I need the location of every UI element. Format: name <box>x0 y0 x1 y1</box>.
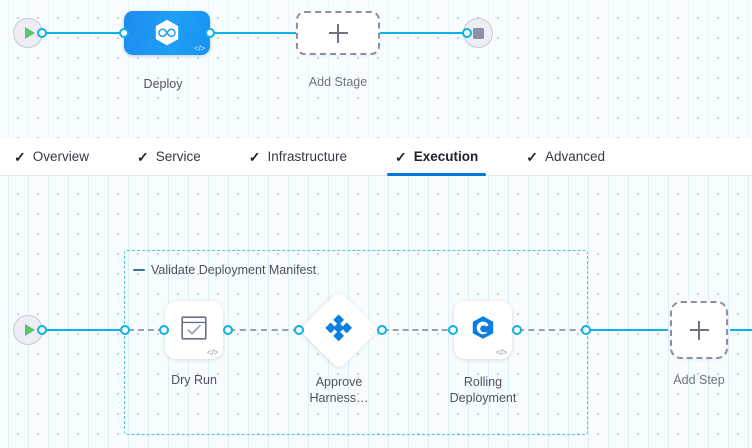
play-icon <box>24 324 35 336</box>
exec-connector-rolling-groupedge <box>518 329 586 331</box>
dry-run-check-window-icon <box>181 315 207 345</box>
step-node-rolling-deployment[interactable]: </> <box>454 301 512 359</box>
step-label-rolling-line2: Deployment <box>449 391 517 405</box>
stage-connector-start-deploy <box>38 32 128 34</box>
stage-start-port[interactable] <box>37 28 47 38</box>
dry-run-port-left[interactable] <box>159 325 169 335</box>
step-group-header[interactable]: Validate Deployment Manifest <box>133 263 316 277</box>
tab-service[interactable]: ✓ Service <box>137 138 217 175</box>
check-icon: ✓ <box>526 148 538 165</box>
check-icon: ✓ <box>137 148 149 165</box>
exec-connector-start-group <box>38 329 126 331</box>
stop-icon <box>472 27 484 39</box>
tab-overview-label: Overview <box>32 149 89 164</box>
harness-approval-diamond-icon <box>323 312 355 349</box>
stage-deploy-port-left[interactable] <box>119 28 129 38</box>
step-label-approve-line1: Approve <box>315 375 363 389</box>
step-group-label: Validate Deployment Manifest <box>151 263 317 277</box>
stage-node-deploy[interactable]: </> <box>124 11 210 55</box>
check-icon: ✓ <box>395 148 407 165</box>
add-stage-label: Add Stage <box>308 75 368 89</box>
stage-code-badge: </> <box>193 43 205 53</box>
plus-icon <box>689 320 709 340</box>
exec-connector-group-addstep <box>586 329 668 331</box>
stage-canvas[interactable]: </> Deploy Add Stage <box>0 0 752 138</box>
step-label-approve-line2: Harness… <box>309 391 369 405</box>
execution-canvas[interactable]: Validate Deployment Manifest <box>0 176 752 448</box>
stage-connector-deploy-addstage <box>210 32 300 34</box>
tab-overview[interactable]: ✓ Overview <box>14 138 105 175</box>
exec-connector-addstep-right <box>730 329 752 331</box>
rolling-port-right[interactable] <box>512 325 522 335</box>
tab-infrastructure[interactable]: ✓ Infrastructure <box>249 138 363 175</box>
tab-bar: ✓ Overview ✓ Service ✓ Infrastructure ✓ Exec… <box>0 138 752 176</box>
group-entry-port[interactable] <box>120 325 130 335</box>
step-label-rolling-deployment: Rolling Deployment <box>450 374 517 406</box>
step-node-dry-run[interactable]: </> <box>165 301 223 359</box>
exec-connector-dryrun-approve <box>229 329 299 331</box>
group-exit-port[interactable] <box>581 325 591 335</box>
approve-port-right[interactable] <box>377 325 387 335</box>
approve-port-left[interactable] <box>294 325 304 335</box>
rolling-port-left[interactable] <box>448 325 458 335</box>
add-step-button[interactable] <box>670 301 728 359</box>
rolling-deployment-icon <box>468 313 498 348</box>
rolling-code-badge: </> <box>495 347 507 357</box>
tab-execution-label: Execution <box>413 149 479 164</box>
dry-run-port-right[interactable] <box>223 325 233 335</box>
exec-start-port[interactable] <box>37 325 47 335</box>
step-node-approve-harness[interactable] <box>299 290 379 370</box>
add-stage-button[interactable] <box>296 11 380 55</box>
tab-service-label: Service <box>155 149 201 164</box>
add-step-label: Add Step <box>673 373 725 387</box>
step-label-dry-run: Dry Run <box>171 373 217 387</box>
harness-infinity-icon <box>155 19 179 46</box>
stage-deploy-port-right[interactable] <box>205 28 215 38</box>
step-group-validate-deployment-manifest[interactable] <box>124 250 588 435</box>
step-label-approve-harness: Approve Harness… <box>309 374 368 406</box>
stage-label-deploy: Deploy <box>143 77 183 91</box>
tab-infrastructure-label: Infrastructure <box>267 149 348 164</box>
check-icon: ✓ <box>248 148 261 165</box>
exec-connector-groupedge-dryrun <box>128 329 164 331</box>
step-label-rolling-line1: Rolling <box>463 375 503 389</box>
tab-advanced-label: Advanced <box>545 149 606 164</box>
check-icon: ✓ <box>14 148 26 165</box>
tab-execution[interactable]: ✓ Execution <box>386 138 494 176</box>
tab-advanced[interactable]: ✓ Advanced <box>526 138 621 175</box>
play-icon <box>24 27 35 39</box>
plus-icon <box>328 23 348 43</box>
dry-run-code-badge: </> <box>206 347 218 357</box>
stage-end-port[interactable] <box>462 28 472 38</box>
collapse-dash-icon[interactable] <box>133 269 145 271</box>
stage-connector-addstage-end <box>376 32 471 34</box>
